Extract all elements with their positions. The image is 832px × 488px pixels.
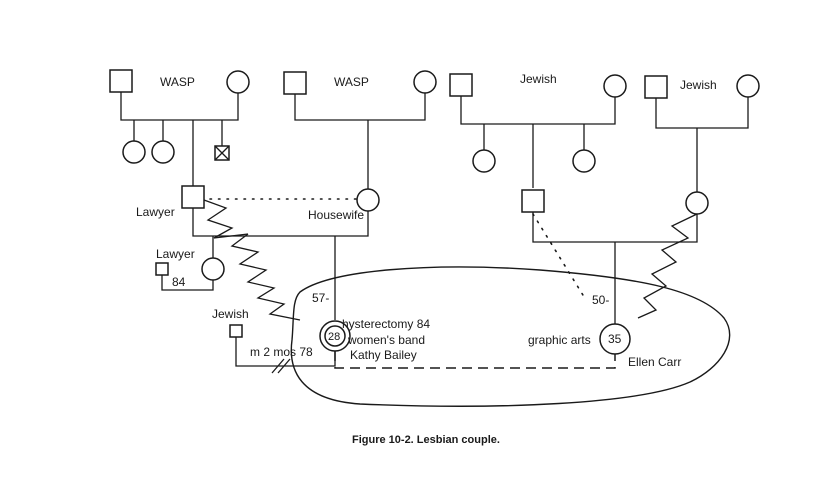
- partner-parent-age-label: 50-: [592, 293, 609, 307]
- partner-grandfather-square-2: [644, 75, 668, 99]
- brother-occupation-label: Lawyer: [156, 247, 195, 261]
- sibling-group: Lawyer 84: [155, 247, 225, 291]
- client-age-label: 28: [328, 331, 340, 343]
- father-occupation-label: Lawyer: [136, 205, 175, 219]
- father-square: [181, 185, 205, 209]
- marriage-duration-label: m 2 mos 78: [250, 345, 313, 359]
- partner-sibling-line-1: [483, 124, 585, 188]
- partner-aunt-circle-2: [572, 149, 596, 173]
- partner-mother-circle: [685, 191, 709, 215]
- couple-relationship-line: [334, 351, 616, 369]
- jewish-label-1: Jewish: [520, 72, 557, 86]
- partner-maternal-grandparents-group: Jewish: [644, 74, 760, 192]
- partner-father-distant-line: [532, 213, 587, 301]
- partner-aunt-circle-1: [472, 149, 496, 173]
- wasp-label-2: WASP: [334, 75, 369, 89]
- aunt-circle-1: [122, 140, 146, 164]
- partner-person: 35 graphic arts Ellen Carr: [528, 323, 681, 369]
- partner-grandfather-square-1: [449, 73, 473, 97]
- conflict-line-partner-mother: [637, 213, 698, 319]
- paternal-grandmother-circle: [226, 70, 250, 94]
- maternal-marriage-line: [294, 93, 426, 121]
- divorce-slash-mark: [271, 358, 291, 374]
- partner-marriage-line-1: [460, 96, 616, 125]
- jewish-label-2: Jewish: [680, 78, 717, 92]
- partner-parents-group: [521, 189, 709, 324]
- partner-marriage-line-2: [655, 97, 749, 129]
- ex-husband-group-label: Jewish: [212, 307, 249, 321]
- client-note-hysterectomy: hysterectomy 84: [342, 317, 430, 331]
- client-person: 28 hysterectomy 84 women's band Kathy Ba…: [319, 317, 430, 362]
- client-parents-group: Lawyer Housewife: [136, 185, 380, 320]
- brother-square: [155, 262, 169, 276]
- conflict-line-father-mother: [203, 199, 249, 239]
- conflict-line-mother-client: [230, 233, 301, 321]
- figure-caption: Figure 10-2. Lesbian couple.: [352, 434, 500, 446]
- mother-occupation-label: Housewife: [308, 208, 364, 222]
- partner-grandmother-circle-2: [736, 74, 760, 98]
- client-inner-circle: [324, 325, 346, 347]
- household-boundary: [290, 266, 731, 407]
- maternal-grandparents-group: WASP: [283, 70, 437, 189]
- paternal-marriage-line: [120, 92, 239, 121]
- partner-father-square: [521, 189, 545, 213]
- sister-circle: [201, 257, 225, 281]
- parents-marriage-line: [192, 208, 369, 237]
- paternal-grandparents-group: WASP: [109, 69, 250, 186]
- mother-age-label: 57-: [312, 291, 329, 305]
- partner-occupation-label: graphic arts: [528, 333, 591, 347]
- maternal-grandfather-square: [283, 71, 307, 95]
- brother-age-label: 84: [172, 275, 186, 289]
- brother-marriage-line: [161, 275, 214, 291]
- maternal-grandmother-circle: [413, 70, 437, 94]
- partner-paternal-grandparents-group: Jewish: [449, 72, 627, 188]
- aunt-circle-2: [151, 140, 175, 164]
- partner-age-label: 35: [608, 332, 622, 346]
- paternal-sibling-line: [133, 120, 223, 186]
- ex-husband-square: [229, 324, 243, 338]
- paternal-grandfather-square: [109, 69, 133, 93]
- partner-grandmother-circle-1: [603, 74, 627, 98]
- client-note-band: women's band: [347, 333, 425, 347]
- wasp-label-1: WASP: [160, 75, 195, 89]
- deceased-cross-mark: [214, 145, 230, 161]
- ex-husband-group: Jewish m 2 mos 78: [212, 307, 336, 374]
- partner-name-label: Ellen Carr: [628, 355, 681, 369]
- client-name-label: Kathy Bailey: [350, 348, 417, 362]
